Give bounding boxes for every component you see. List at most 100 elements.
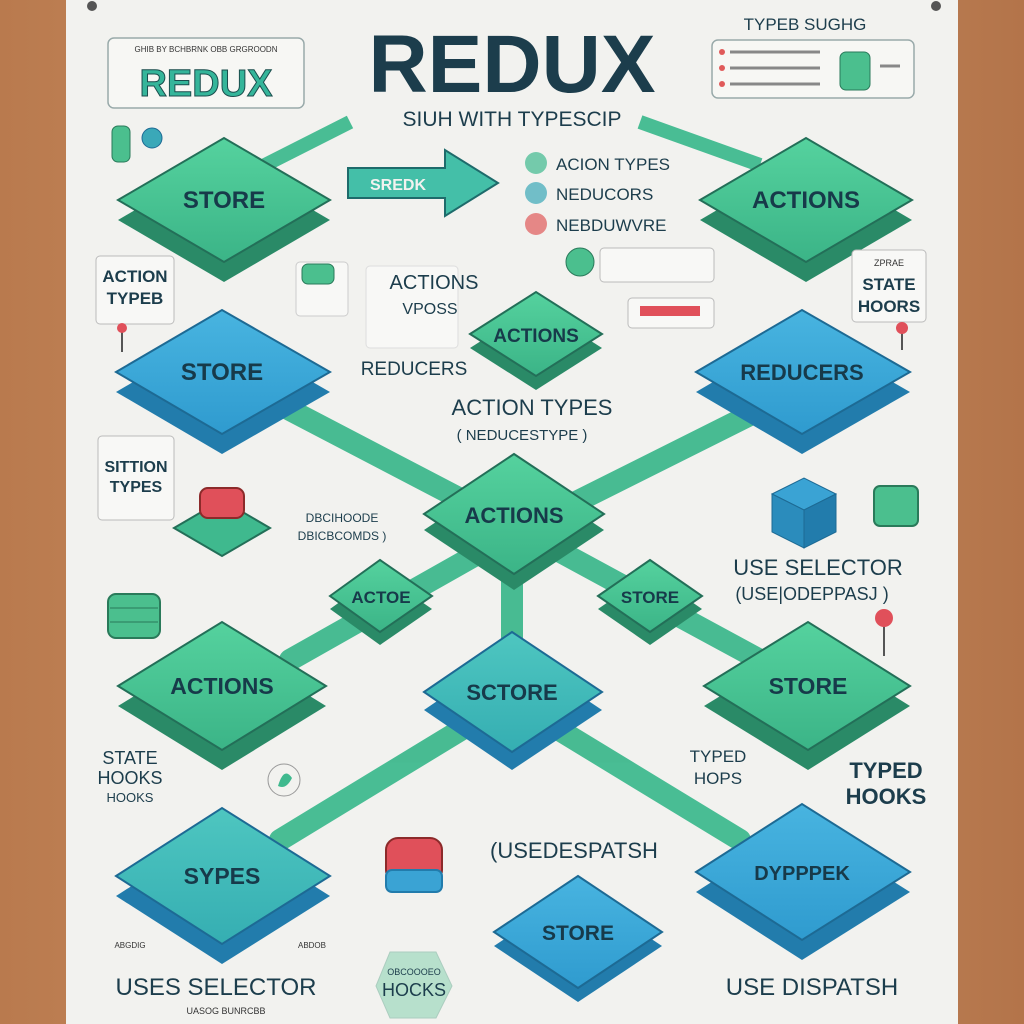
legend-marker [525, 182, 547, 204]
node-label: STORE [183, 187, 265, 214]
node-label: SYPES [184, 863, 261, 889]
database-icon [839, 51, 871, 91]
node-label: SCTORE [466, 680, 557, 705]
caption-small: ABGDIG [114, 941, 145, 950]
node-label: ACTIONS [465, 503, 564, 528]
node-store-top-left: STORE [116, 136, 332, 282]
label-typed-hooks-right: TYPED HOOKS [846, 758, 927, 809]
svg-text:ZPRAE: ZPRAE [874, 258, 904, 268]
svg-text:HOPS: HOPS [694, 769, 742, 788]
progress-box-icon [627, 297, 715, 329]
red-button-icon [172, 487, 272, 558]
svg-text:HOOKS: HOOKS [846, 784, 927, 809]
dial-icon [565, 247, 715, 283]
label-typed-hops: TYPED HOPS [690, 747, 747, 788]
label-use-dispatsh: USE DISPATSH [726, 974, 898, 1001]
red-button-icon [385, 837, 443, 893]
arrow-banner: SREDK [347, 148, 500, 218]
legend: ACION TYPES NEDUCORS NEBDUWVRE [525, 152, 670, 235]
label-reduces-type: ( NEDUCESTYPE ) [457, 427, 588, 444]
node-actions-center: ACTIONS [422, 452, 606, 590]
node-reducers-mid-right: REDUCERS [694, 308, 913, 454]
node-store-lower-right: STORE [702, 620, 912, 770]
svg-text:VPOSS: VPOSS [402, 301, 457, 318]
svg-text:OBCOOOEO: OBCOOOEO [387, 967, 441, 977]
svg-text:HOOKS: HOOKS [97, 768, 162, 788]
label-action-types-center: ACTION TYPES [452, 395, 613, 420]
node-label: ACTIONS [493, 326, 579, 347]
page-title: REDUX [368, 19, 655, 110]
label-use-selector: USE SELECTOR [733, 555, 903, 580]
label-state-hoors-right: ZPRAE STATE HOORS [851, 249, 927, 323]
banner-text: SREDK [370, 177, 426, 194]
logo-word: REDUX [139, 63, 273, 105]
label-actions-vposs: ACTIONS VPOSS [365, 265, 479, 349]
node-actions-small-center: ACTIONS [468, 290, 604, 390]
svg-text:DBCIHOODE: DBCIHOODE [306, 511, 379, 525]
node-label: ACTOE [351, 588, 410, 607]
legend-marker [525, 152, 547, 174]
node-label: REDUCERS [740, 360, 863, 385]
svg-text:SITTION: SITTION [104, 459, 167, 476]
hocks-node: OBCOOOEO HOCKS [375, 951, 453, 1019]
pin-marker-icon [875, 609, 893, 656]
svg-text:HOOKS: HOOKS [107, 790, 154, 805]
node-dypppek-bottom-right: DYPPPEK [694, 802, 912, 960]
page-subtitle: SIUH WITH TYPESCIP [403, 108, 622, 131]
node-label: STORE [769, 673, 848, 699]
node-actions-top-right: ACTIONS [698, 136, 914, 282]
label-action-types-left: ACTION TYPEB [95, 255, 175, 325]
label-use-odeppasj: (USE|ODEPPASJ ) [735, 584, 888, 604]
svg-text:TYPED: TYPED [849, 758, 922, 783]
pin-icon [931, 1, 941, 11]
legend-item: NEDUCORS [556, 185, 653, 204]
typed-label: TYPEB SUGHG [744, 15, 867, 34]
cube-icon [770, 477, 838, 549]
node-actoe-small: ACTOE [328, 558, 434, 645]
caption-small: ABDOB [298, 941, 326, 950]
svg-text:TYPEB: TYPEB [107, 289, 164, 308]
node-label: STORE [181, 359, 263, 386]
node-label: STORE [621, 588, 679, 607]
svg-text:ACTION: ACTION [102, 267, 167, 286]
svg-text:TYPED: TYPED [690, 747, 747, 766]
node-label: ACTIONS [170, 673, 274, 699]
node-sctore-center: SCTORE [422, 630, 604, 770]
svg-text:DBICBCOMDS ): DBICBCOMDS ) [298, 529, 387, 543]
node-label: ACTIONS [752, 187, 860, 214]
svg-text:STATE: STATE [862, 275, 915, 294]
node-label: STORE [542, 922, 614, 945]
node-store-small-right: STORE [596, 558, 704, 645]
svg-text:TYPES: TYPES [110, 479, 163, 496]
label-sttion-types: SITTION TYPES [97, 435, 175, 521]
small-switch-icon [295, 261, 349, 317]
pin-marker-icon [117, 323, 127, 352]
toggle-icon [111, 125, 163, 163]
label-bottom-small: UASOG BUNRCBB [186, 1006, 265, 1016]
redux-logo-box: GHIB BY BCHBRNK OBB GRGROODN REDUX [107, 37, 305, 109]
typed-info-box: TYPEB SUGHG [711, 15, 915, 99]
node-sypes-bottom-left: SYPES [114, 806, 332, 964]
label-usedespatsh: (USEDESPATSH [490, 838, 658, 863]
svg-text:HOCKS: HOCKS [382, 980, 446, 1000]
legend-item: NEBDUWVRE [556, 216, 667, 235]
legend-item: ACION TYPES [556, 155, 670, 174]
logo-small-text: GHIB BY BCHBRNK OBB GRGROODN [135, 45, 278, 54]
label-reducers: REDUCERS [361, 359, 468, 380]
pin-icon [87, 1, 97, 11]
svg-text:STATE: STATE [102, 748, 157, 768]
leaf-icon [267, 763, 301, 797]
label-uses-selector: USES SELECTOR [116, 974, 317, 1001]
label-state-hooks-left: STATE HOOKS HOOKS [97, 748, 162, 805]
svg-text:HOORS: HOORS [858, 297, 920, 316]
node-actions-lower-left: ACTIONS [116, 620, 328, 770]
node-label: DYPPPEK [754, 863, 850, 885]
label-describe-box: DBCIHOODE DBICBCOMDS ) [298, 511, 387, 543]
svg-text:ACTIONS: ACTIONS [390, 272, 479, 294]
database-icon [107, 593, 161, 639]
legend-marker [525, 213, 547, 235]
pin-marker-icon [896, 322, 908, 350]
node-store-mid-left: STORE [114, 308, 333, 454]
